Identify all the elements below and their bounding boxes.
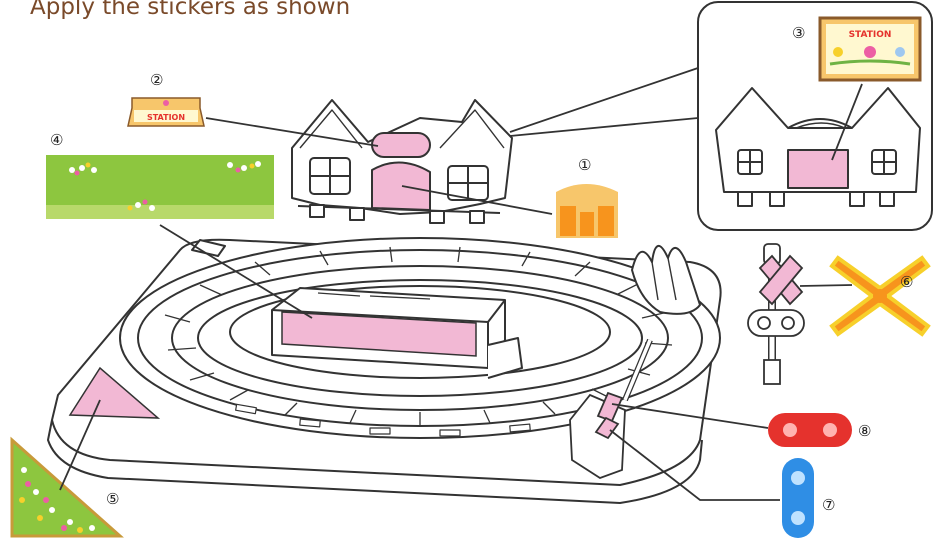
sticker-6-crossing — [832, 258, 928, 334]
station-building — [292, 100, 512, 223]
svg-text:STATION: STATION — [849, 30, 892, 40]
label-6: ⑥ — [900, 273, 913, 291]
label-8: ⑧ — [858, 422, 871, 440]
label-3: ③ — [792, 24, 805, 42]
label-5: ⑤ — [106, 490, 119, 508]
sticker-3-sign: STATION — [820, 18, 920, 80]
label-1: ① — [578, 156, 591, 174]
label-4: ④ — [50, 131, 63, 149]
label-2: ② — [150, 71, 163, 89]
label-7: ⑦ — [822, 496, 835, 514]
svg-text:STATION: STATION — [147, 113, 185, 122]
